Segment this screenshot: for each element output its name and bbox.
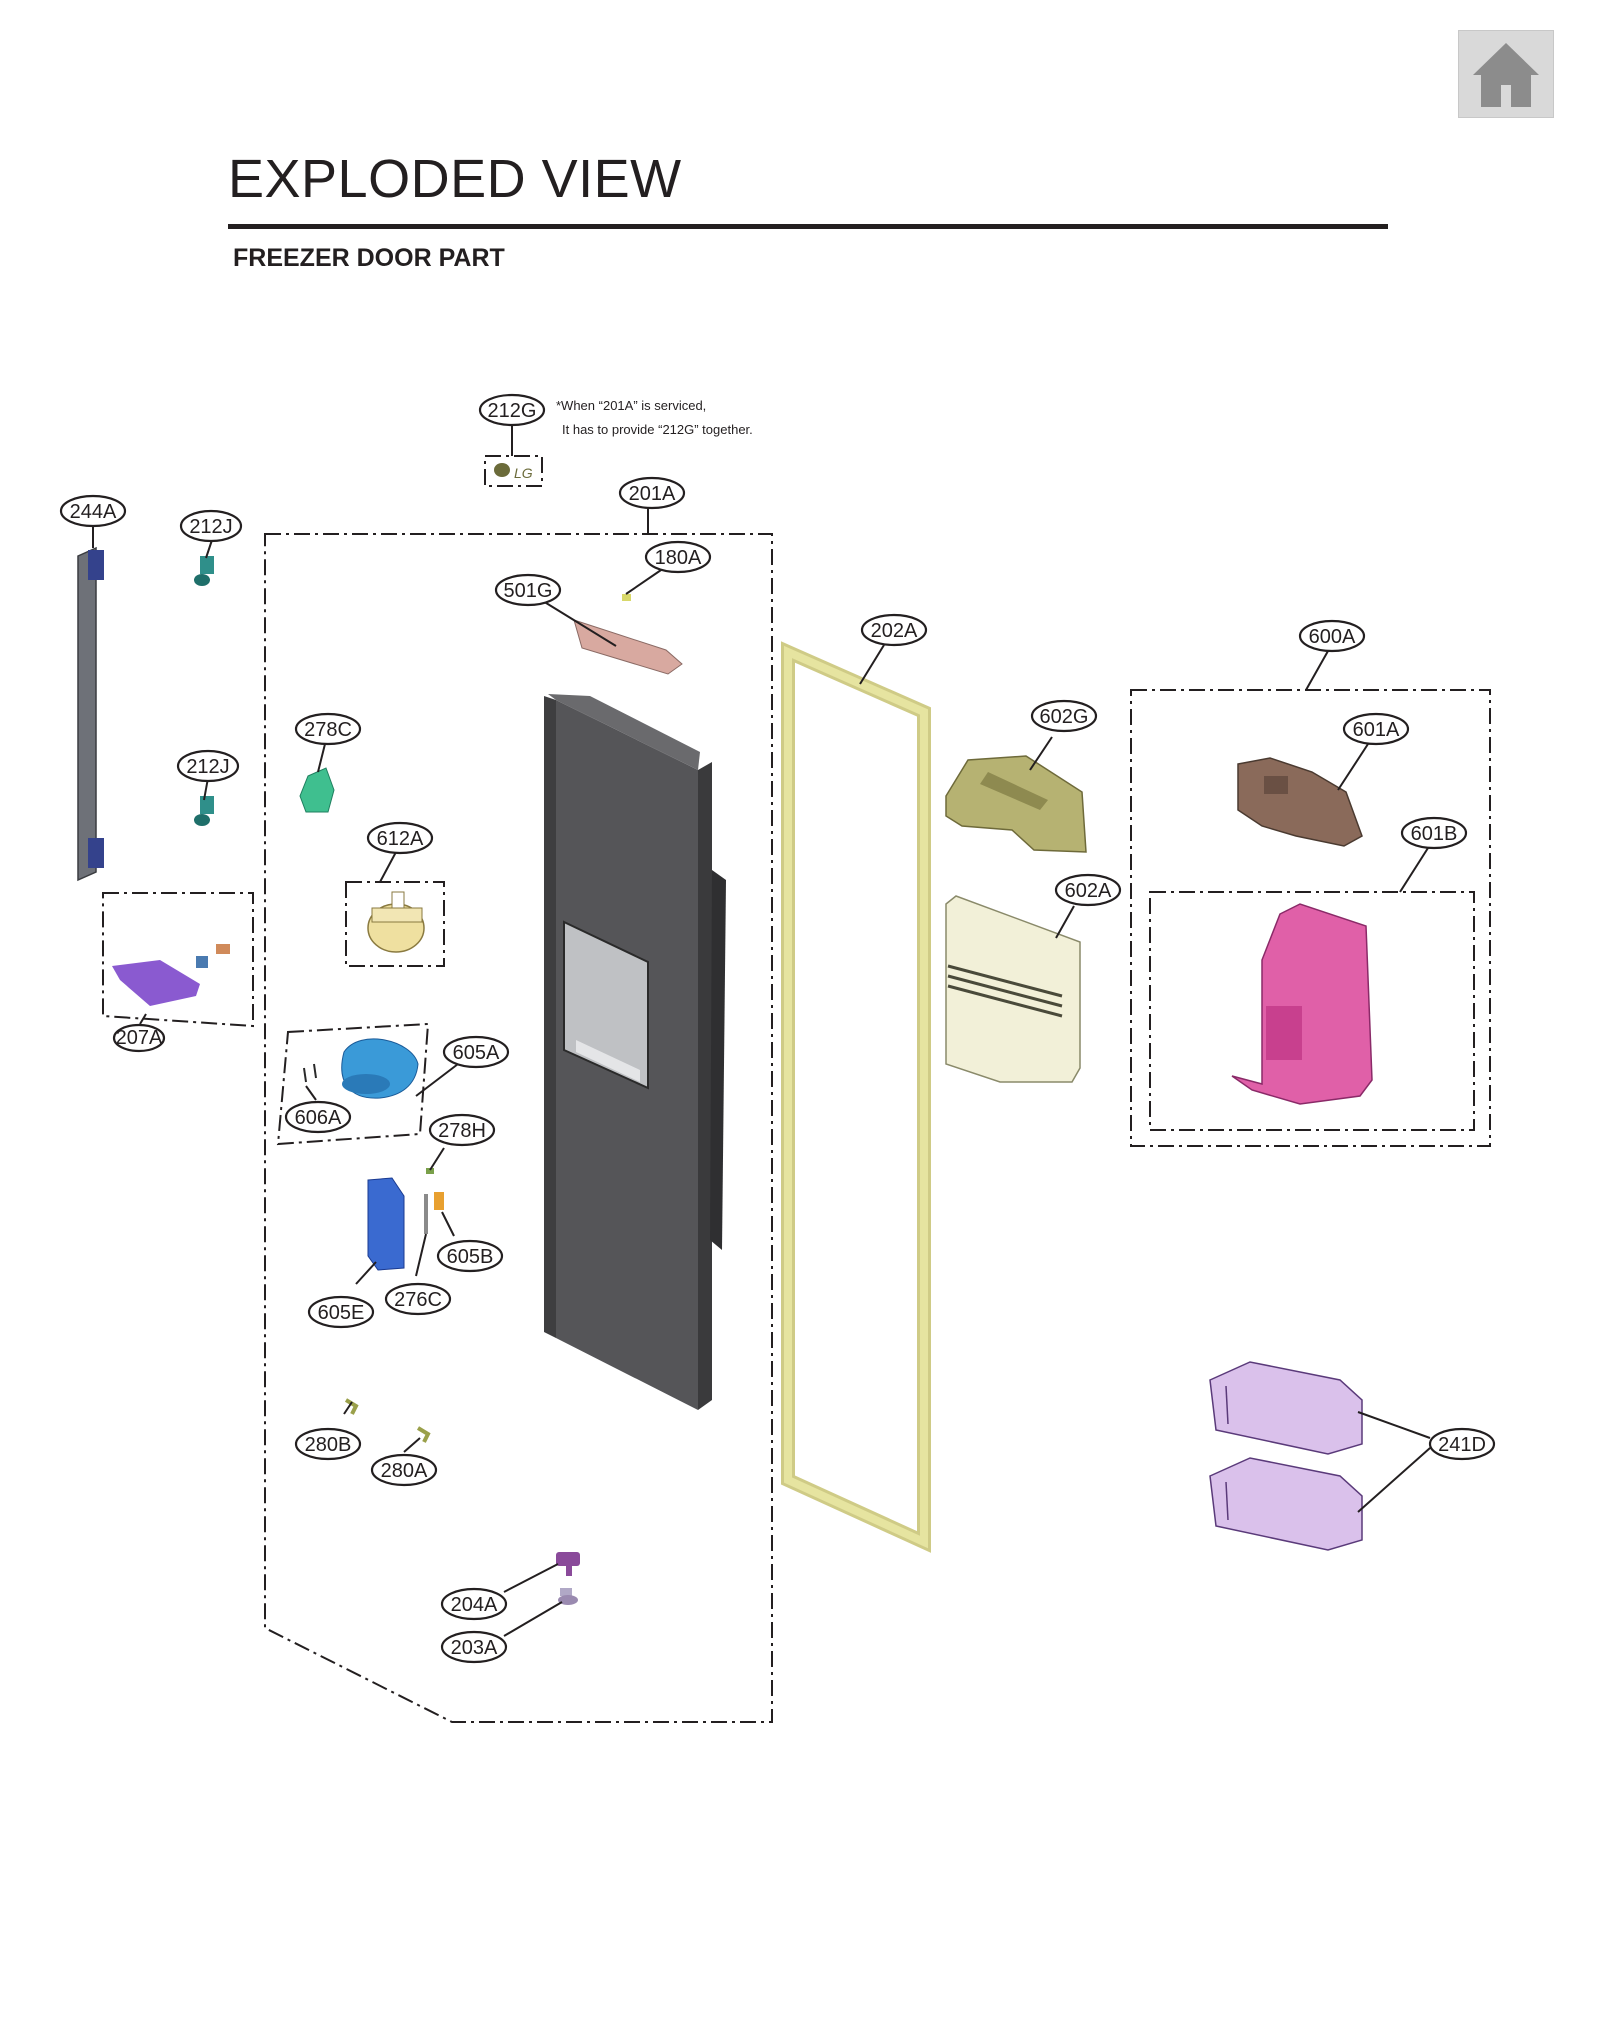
callout-label: 602A: [1065, 880, 1112, 902]
callout-label: 605B: [447, 1246, 494, 1268]
service-note-line-2: It has to provide “212G” together.: [562, 422, 753, 437]
callout-244A[interactable]: 244A: [59, 494, 127, 528]
home-button[interactable]: [1458, 30, 1554, 118]
hinge-pin-part: [426, 1168, 434, 1174]
callout-602A[interactable]: 602A: [1054, 873, 1122, 907]
auger-motor-boundary: [345, 881, 445, 967]
door-gasket-part: [781, 641, 931, 1553]
callout-label: 212G: [488, 400, 537, 422]
ice-bin-cover-part: [945, 755, 1087, 853]
callout-612A[interactable]: 612A: [366, 821, 434, 855]
service-note-line-1: *When “201A” is serviced,: [556, 398, 706, 413]
callout-180A[interactable]: 180A: [644, 540, 712, 574]
callout-600A[interactable]: 600A: [1298, 619, 1366, 653]
dispenser-lever-part: [299, 767, 335, 813]
dispenser-motor-part: [341, 1038, 419, 1099]
callout-label: 212J: [186, 756, 229, 778]
handle-screw-top-part: [194, 556, 214, 586]
callout-label: 601B: [1411, 823, 1458, 845]
callout-label: 241D: [1438, 1434, 1486, 1456]
callout-label: 212J: [189, 516, 232, 538]
hinge-bushing-part: [558, 1588, 578, 1605]
spring-280a-part: [416, 1426, 431, 1443]
callout-501G[interactable]: 501G: [494, 573, 562, 607]
callout-602G[interactable]: 602G: [1030, 699, 1098, 733]
callout-212J-top[interactable]: 212J: [179, 509, 243, 543]
callout-606A[interactable]: 606A: [284, 1100, 352, 1134]
callout-label: 278C: [304, 719, 352, 741]
callout-201A[interactable]: 201A: [618, 476, 686, 510]
spring-280b-part: [344, 1398, 359, 1415]
handle-cap-boundary: [102, 892, 254, 1028]
logo-badge-part: LG: [494, 463, 533, 481]
callout-204A[interactable]: 204A: [440, 1587, 508, 1621]
auger-motor-part: [367, 891, 425, 953]
callout-276C[interactable]: 276C: [384, 1282, 452, 1316]
callout-label: 180A: [655, 547, 702, 569]
callout-605A[interactable]: 605A: [442, 1035, 510, 1069]
logo-badge-boundary: [484, 455, 543, 487]
callout-label: 244A: [70, 501, 117, 523]
callout-label: 201A: [629, 483, 676, 505]
home-icon: [1473, 43, 1539, 107]
callout-label: 280B: [305, 1434, 352, 1456]
callout-241D[interactable]: 241D: [1428, 1427, 1496, 1461]
dispenser-paddle-part: [367, 1177, 405, 1271]
callout-label: 601A: [1353, 719, 1400, 741]
door-bin-lower-part: [1209, 1457, 1363, 1551]
micro-switch-part: [434, 1192, 444, 1210]
callout-207A[interactable]: 207A: [112, 1023, 166, 1053]
callout-601A[interactable]: 601A: [1342, 712, 1410, 746]
door-handle-part: [77, 546, 104, 882]
callout-label: 207A: [116, 1027, 163, 1049]
callout-label: 612A: [377, 828, 424, 850]
leader-lines: [92, 424, 1431, 1637]
page-title: EXPLODED VIEW: [228, 149, 682, 209]
ice-bucket-sub-boundary: [1149, 891, 1475, 1131]
callout-278H[interactable]: 278H: [428, 1113, 496, 1147]
callout-label: 605E: [318, 1302, 365, 1324]
callout-label: 280A: [381, 1460, 428, 1482]
callout-203A[interactable]: 203A: [440, 1630, 508, 1664]
ice-maker-assembly-boundary: [1130, 689, 1491, 1147]
hinge-bracket-part: [556, 1552, 580, 1576]
callout-212G[interactable]: 212G: [478, 393, 546, 427]
wire-part: [424, 1194, 428, 1234]
callout-label: 600A: [1309, 626, 1356, 648]
callout-label: 605A: [453, 1042, 500, 1064]
ice-bin-housing-part: [945, 895, 1081, 1083]
handle-screw-bottom-part: [194, 796, 214, 826]
callout-label: 202A: [871, 620, 918, 642]
switch-small-part: [622, 594, 631, 601]
callout-label: 204A: [451, 1594, 498, 1616]
handle-cap-part: [112, 944, 230, 1006]
callout-280A[interactable]: 280A: [370, 1453, 438, 1487]
ice-maker-part: [1237, 757, 1363, 847]
dispenser-screws-part: [303, 1063, 317, 1083]
dispenser-assembly-boundary: [276, 1022, 430, 1146]
callout-605B[interactable]: 605B: [436, 1239, 504, 1273]
callout-label: 276C: [394, 1289, 442, 1311]
callout-label: 606A: [295, 1107, 342, 1129]
callout-label: 203A: [451, 1637, 498, 1659]
callout-label: 602G: [1040, 706, 1089, 728]
section-subtitle: FREEZER DOOR PART: [233, 244, 505, 272]
title-divider: [228, 224, 1388, 229]
door-bin-upper-part: [1209, 1361, 1363, 1455]
callout-601B[interactable]: 601B: [1400, 816, 1468, 850]
callout-278C[interactable]: 278C: [294, 712, 362, 746]
ice-bucket-part: [1231, 903, 1373, 1105]
dispenser-cover-part: [573, 619, 683, 675]
callout-280B[interactable]: 280B: [294, 1427, 362, 1461]
logo-badge-lettering: LG: [514, 465, 533, 481]
callout-202A[interactable]: 202A: [860, 613, 928, 647]
callout-label: 501G: [504, 580, 553, 602]
callout-605E[interactable]: 605E: [307, 1295, 375, 1329]
callout-label: 278H: [438, 1120, 486, 1142]
freezer-door-panel-part: [544, 694, 726, 1410]
callout-212J-bottom[interactable]: 212J: [176, 749, 240, 783]
